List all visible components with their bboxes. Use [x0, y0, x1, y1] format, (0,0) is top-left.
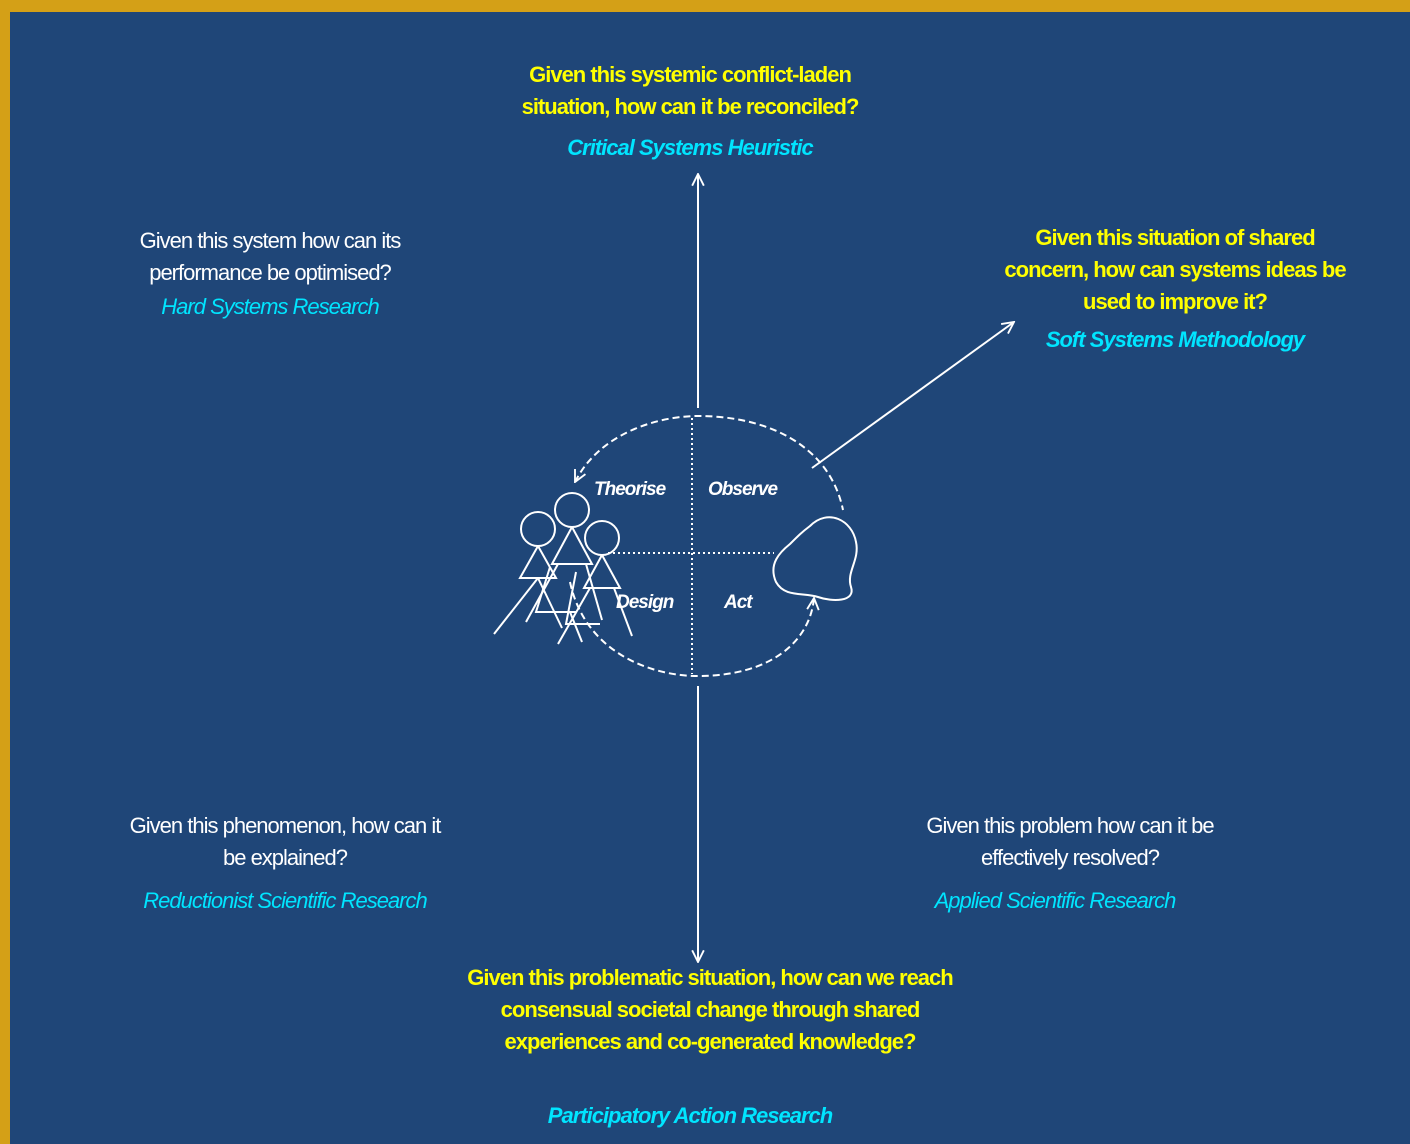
bottom-question-line2: consensual societal change through share…: [500, 997, 921, 1022]
lower-left-question: Given this phenomenon, how can it be exp…: [80, 810, 490, 874]
cycle-bottom-arc: [569, 581, 814, 678]
top-approach: Critical Systems Heuristic: [567, 135, 813, 160]
upper-right-question-line2: concern, how can systems ideas be: [1004, 257, 1346, 282]
bottom-approach: Participatory Action Research: [547, 1103, 833, 1128]
bottom-question-line3: experiences and co-generated knowledge?: [504, 1029, 917, 1054]
upper-left-question-line1: Given this system how can its: [139, 228, 402, 253]
bottom-question: Given this problematic situation, how ca…: [385, 962, 1035, 1058]
bottom-question-line1: Given this problematic situation, how ca…: [467, 965, 953, 990]
upper-right-approach: Soft Systems Methodology: [1045, 327, 1305, 352]
arrow-diagonal: [811, 322, 1014, 469]
cycle-top-arc: [575, 414, 844, 511]
lower-right-question-line1: Given this problem how can it be: [926, 813, 1214, 838]
upper-right-question-line1: Given this situation of shared: [1035, 225, 1315, 250]
upper-right-question-line3: used to improve it?: [1083, 289, 1268, 314]
cycle-design-label: Design: [616, 592, 674, 613]
top-question-line2: situation, how can it be reconciled?: [521, 94, 860, 119]
cycle-act-label: Act: [724, 592, 753, 613]
top-question: Given this systemic conflict-laden situa…: [455, 59, 925, 123]
lower-left-approach: Reductionist Scientific Research: [143, 888, 427, 913]
top-question-line1: Given this systemic conflict-laden: [529, 62, 852, 87]
blob-icon: [772, 516, 858, 601]
cycle-theorise-label: Theorise: [594, 479, 666, 500]
diagram-frame: Given this systemic conflict-laden situa…: [10, 12, 1410, 1144]
lower-right-question: Given this problem how can it be effecti…: [870, 810, 1270, 874]
cycle-observe-label: Observe: [708, 479, 778, 500]
lower-left-question-line1: Given this phenomenon, how can it: [129, 813, 442, 838]
diagram-canvas: [493, 12, 1410, 1144]
lower-right-question-line2: effectively resolved?: [981, 845, 1160, 870]
upper-right-question: Given this situation of shared concern, …: [955, 222, 1395, 318]
lower-right-approach: Applied Scientific Research: [934, 888, 1177, 913]
upper-left-question-line2: performance be optimised?: [149, 260, 392, 285]
upper-left-approach: Hard Systems Research: [161, 294, 379, 319]
upper-left-question: Given this system how can its performanc…: [70, 225, 470, 289]
lower-left-question-line2: be explained?: [222, 845, 348, 870]
people-group-icon: [493, 492, 633, 645]
